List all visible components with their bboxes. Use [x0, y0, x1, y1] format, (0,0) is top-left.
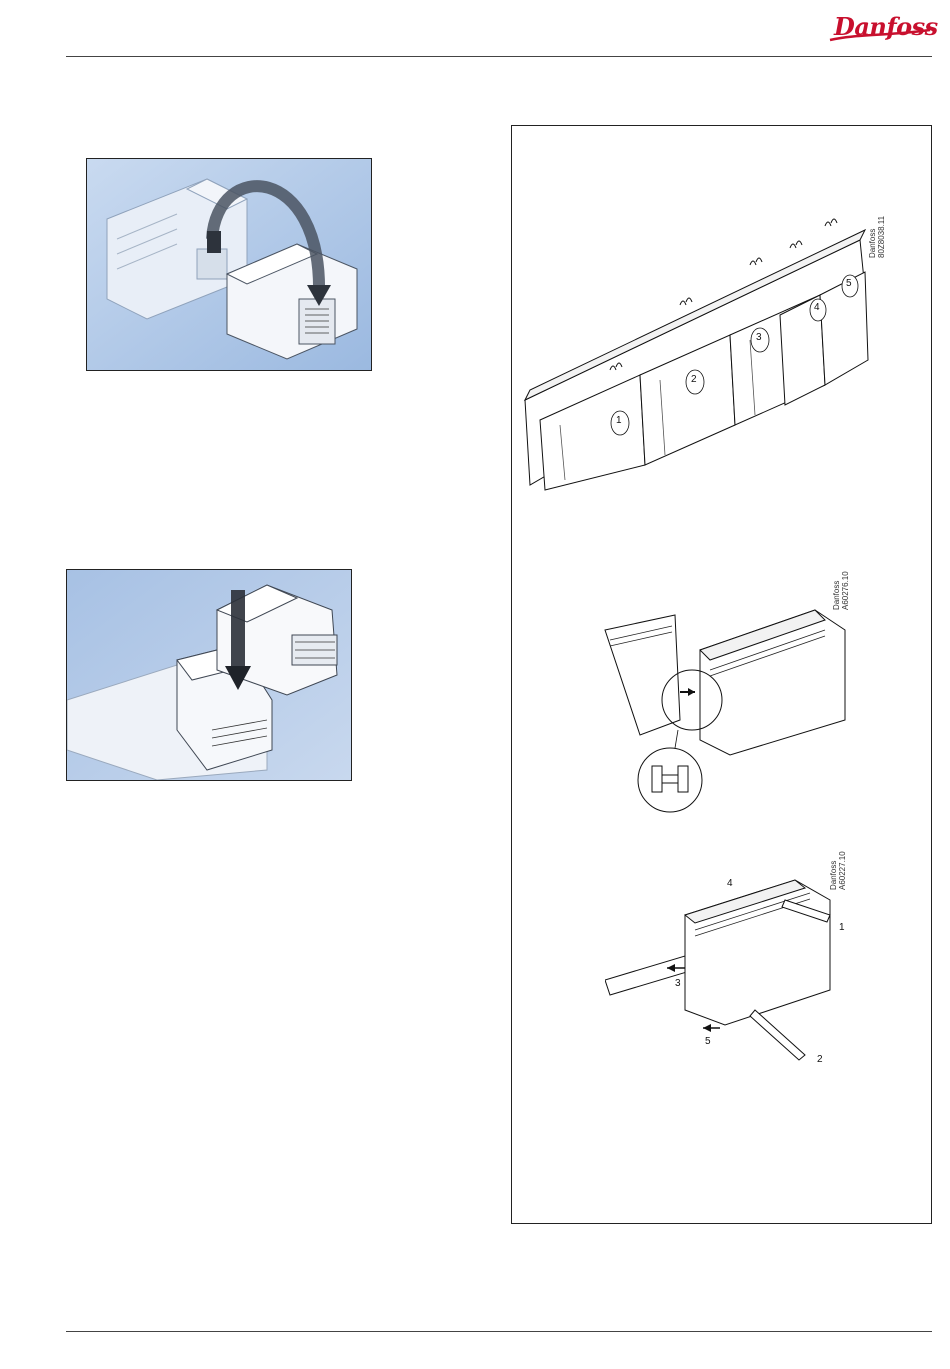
- danfoss-logo: Danfoss: [826, 6, 934, 46]
- module-row-drawing: 1 2 3 4 5: [520, 210, 900, 500]
- module-insert-photo: [66, 569, 352, 781]
- module-mount-photo: [86, 158, 372, 371]
- brand-name: Danfoss: [834, 12, 938, 41]
- step-number-5: 5: [705, 1036, 711, 1047]
- module-number-1: 1: [616, 415, 622, 426]
- step-number-2: 2: [817, 1054, 823, 1065]
- step-number-4: 4: [727, 878, 733, 889]
- header-rule: [66, 56, 932, 57]
- figure-code-module-removal: Danfoss A60227.10: [829, 851, 847, 890]
- figure-code-rail-row: Danfoss 80Z8038.11: [868, 216, 886, 258]
- step-number-3: 3: [675, 978, 681, 989]
- module-joint-drawing: [600, 570, 850, 815]
- module-number-5: 5: [846, 278, 852, 289]
- module-removal-drawing: 1 2 3 4 5: [605, 860, 855, 1070]
- module-number-2: 2: [691, 374, 697, 385]
- module-number-3: 3: [756, 332, 762, 343]
- step-number-1: 1: [839, 922, 845, 933]
- figure-code-module-joint: Danfoss A60276.10: [832, 571, 850, 610]
- module-number-4: 4: [814, 302, 820, 313]
- footer-rule: [66, 1331, 932, 1332]
